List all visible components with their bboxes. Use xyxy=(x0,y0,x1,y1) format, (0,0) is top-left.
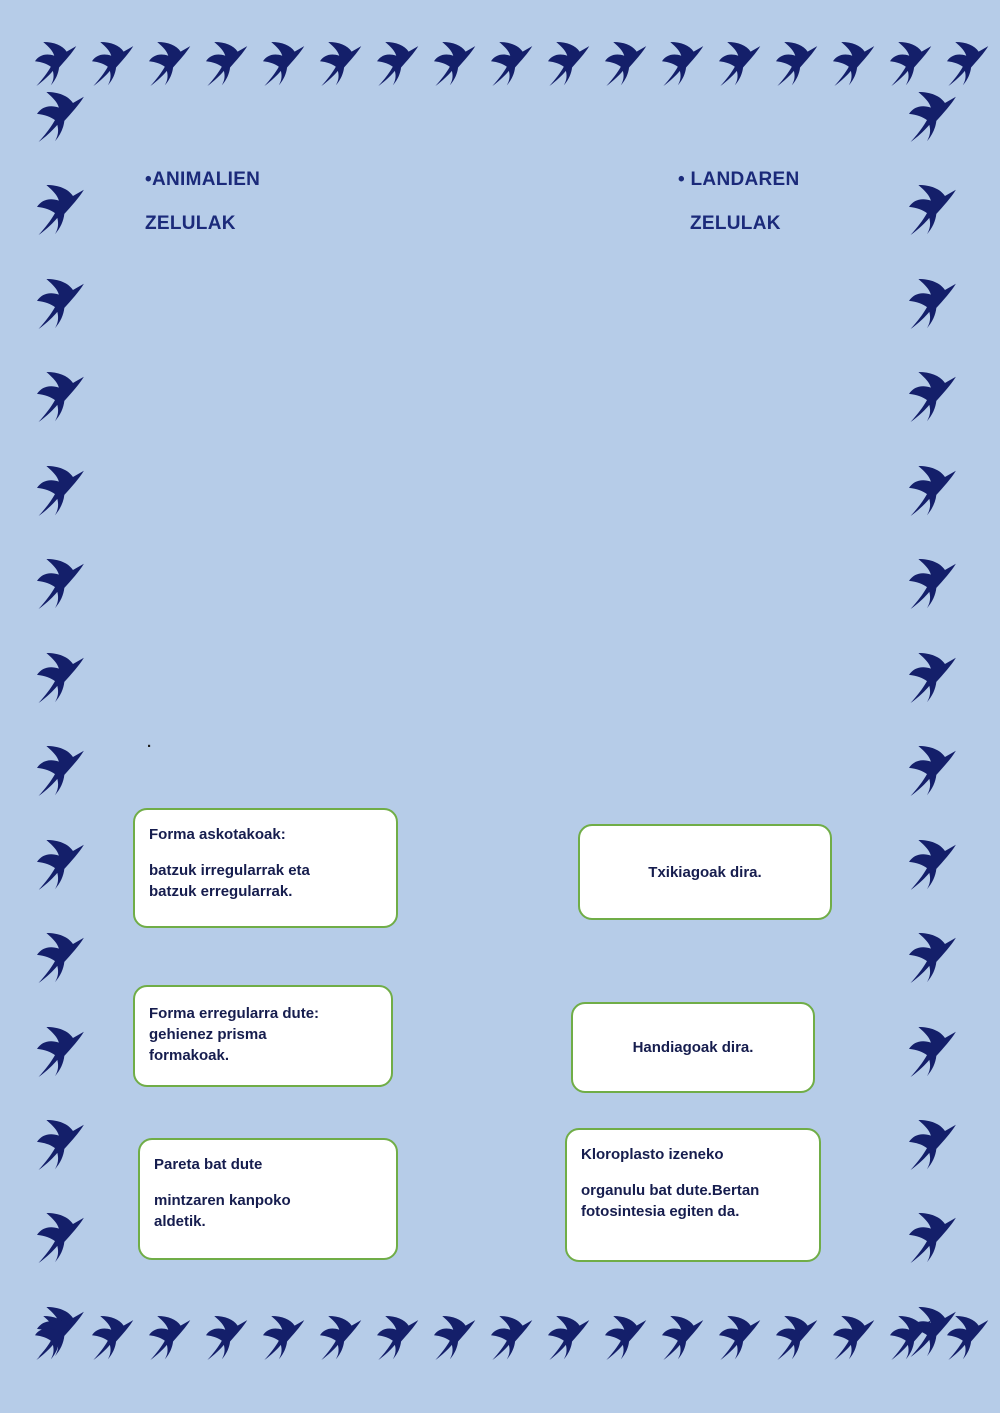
swallow-icon xyxy=(604,1316,650,1360)
card-text-line: Handiagoak dira. xyxy=(632,1039,754,1056)
swallow-icon xyxy=(908,559,960,609)
stray-dot: . xyxy=(147,734,152,751)
swallow-icon xyxy=(908,92,960,142)
swallow-icon xyxy=(36,1027,88,1077)
swallow-icon xyxy=(36,185,88,235)
swallow-icon xyxy=(262,42,308,86)
swallow-icon xyxy=(547,42,593,86)
card-pareta[interactable]: Pareta bat dute mintzaren kanpoko aldeti… xyxy=(138,1138,398,1260)
swallow-icon xyxy=(319,1316,365,1360)
bird-border-right xyxy=(908,92,960,1357)
swallow-icon xyxy=(718,1316,764,1360)
swallow-icon xyxy=(36,372,88,422)
header-animal-line1: •ANIMALIEN xyxy=(145,169,261,190)
swallow-icon xyxy=(490,42,536,86)
swallow-icon xyxy=(908,1120,960,1170)
swallow-icon xyxy=(908,840,960,890)
swallow-icon xyxy=(908,372,960,422)
swallow-icon xyxy=(775,1316,821,1360)
swallow-icon xyxy=(376,1316,422,1360)
swallow-icon xyxy=(36,746,88,796)
card-text-line: Pareta bat dute xyxy=(154,1156,263,1173)
swallow-icon xyxy=(832,1316,878,1360)
swallow-icon xyxy=(205,1316,251,1360)
swallow-icon xyxy=(889,42,935,86)
swallow-icon xyxy=(34,1316,80,1360)
card-forma-erregularra[interactable]: Forma erregularra dute: gehienez prisma … xyxy=(133,985,393,1087)
swallow-icon xyxy=(376,42,422,86)
swallow-icon xyxy=(718,42,764,86)
header-plant-line2: ZELULAK xyxy=(690,213,781,234)
swallow-icon xyxy=(908,185,960,235)
swallow-icon xyxy=(36,466,88,516)
swallow-icon xyxy=(490,1316,536,1360)
header-animal-cells: •ANIMALIEN ZELULAK xyxy=(145,170,260,233)
header-animal-line2: ZELULAK xyxy=(145,213,236,234)
swallow-icon xyxy=(775,42,821,86)
swallow-icon xyxy=(889,1316,935,1360)
swallow-icon xyxy=(36,933,88,983)
swallow-icon xyxy=(36,559,88,609)
swallow-icon xyxy=(547,1316,593,1360)
swallow-icon xyxy=(34,42,80,86)
swallow-icon xyxy=(148,42,194,86)
swallow-icon xyxy=(91,1316,137,1360)
swallow-icon xyxy=(91,42,137,86)
swallow-icon xyxy=(661,42,707,86)
swallow-icon xyxy=(908,1213,960,1263)
swallow-icon xyxy=(832,42,878,86)
swallow-icon xyxy=(36,1120,88,1170)
header-plant-cells: • LANDAREN ZELULAK xyxy=(678,170,800,233)
swallow-icon xyxy=(433,42,479,86)
swallow-icon xyxy=(604,42,650,86)
swallow-icon xyxy=(36,92,88,142)
swallow-icon xyxy=(148,1316,194,1360)
card-handiagoak[interactable]: Handiagoak dira. xyxy=(571,1002,815,1093)
swallow-icon xyxy=(319,42,365,86)
card-forma-askotakoak[interactable]: Forma askotakoak: batzuk irregularrak et… xyxy=(133,808,398,928)
swallow-icon xyxy=(946,1316,992,1360)
card-text-line: mintzaren kanpoko aldetik. xyxy=(154,1192,291,1230)
swallow-icon xyxy=(36,1213,88,1263)
bird-border-top xyxy=(34,42,992,86)
card-text-line: Forma askotakoak: xyxy=(149,826,286,843)
swallow-icon xyxy=(908,1027,960,1077)
card-kloroplasto[interactable]: Kloroplasto izeneko organulu bat dute.Be… xyxy=(565,1128,821,1262)
bird-border-bottom xyxy=(34,1316,992,1360)
card-txikiagoak[interactable]: Txikiagoak dira. xyxy=(578,824,832,920)
swallow-icon xyxy=(908,746,960,796)
swallow-icon xyxy=(946,42,992,86)
swallow-icon xyxy=(908,279,960,329)
swallow-icon xyxy=(908,653,960,703)
swallow-icon xyxy=(908,933,960,983)
swallow-icon xyxy=(36,653,88,703)
card-text-line: batzuk irregularrak eta batzuk erregular… xyxy=(149,862,310,900)
header-plant-line1: • LANDAREN xyxy=(678,169,800,190)
card-text-line: Txikiagoak dira. xyxy=(648,863,762,881)
swallow-icon xyxy=(36,840,88,890)
swallow-icon xyxy=(262,1316,308,1360)
swallow-icon xyxy=(433,1316,479,1360)
bird-border-left xyxy=(36,92,88,1357)
card-text-line: organulu bat dute.Bertan fotosintesia eg… xyxy=(581,1182,760,1220)
swallow-icon xyxy=(36,279,88,329)
card-text-line: Kloroplasto izeneko xyxy=(581,1146,724,1163)
swallow-icon xyxy=(661,1316,707,1360)
card-text-line: Forma erregularra dute: gehienez prisma … xyxy=(149,1005,320,1064)
swallow-icon xyxy=(908,466,960,516)
swallow-icon xyxy=(205,42,251,86)
